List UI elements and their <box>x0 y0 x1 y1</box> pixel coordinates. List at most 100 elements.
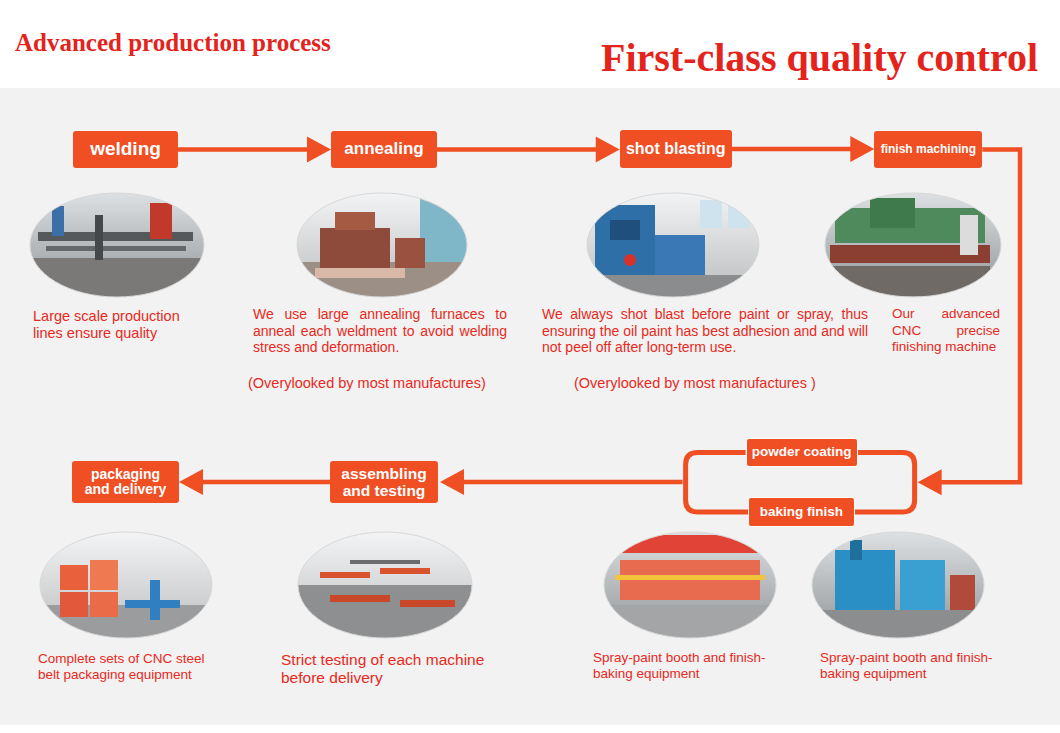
box-label: finish machining <box>881 143 976 156</box>
arrow-head <box>440 469 464 495</box>
photo-detail <box>90 560 118 590</box>
box-label: annealing <box>344 140 423 159</box>
photo-detail <box>602 605 780 642</box>
photo-detail <box>52 206 64 236</box>
photo-detail <box>810 530 988 642</box>
photo-caption: Spray-paint booth and finish-baking equi… <box>820 650 1030 682</box>
photo-detail <box>850 540 862 560</box>
photo-detail <box>830 266 990 296</box>
photo-detail <box>602 530 780 642</box>
arrow-head <box>179 469 203 495</box>
flow-arrow <box>437 137 620 163</box>
process-box: powder coating <box>746 438 858 467</box>
photo-detail <box>728 200 750 228</box>
box-label: powder coating <box>752 445 852 460</box>
photo-frame <box>812 532 984 638</box>
photo-detail <box>870 198 915 228</box>
process-box: welding <box>73 131 178 168</box>
photo-caption: Spray-paint booth and finish-baking equi… <box>593 650 803 682</box>
process-box: annealing <box>331 131 437 168</box>
photo-detail <box>296 530 476 642</box>
box-label: shot blasting <box>626 140 726 158</box>
photo-frame <box>298 532 472 638</box>
arrow-head <box>596 137 620 163</box>
photo-frame <box>297 193 467 297</box>
photo-detail <box>655 235 705 275</box>
photo-detail <box>150 203 172 239</box>
box-label: baking finish <box>760 505 843 520</box>
photo-detail <box>615 575 765 580</box>
arrow-line <box>437 147 600 152</box>
photo-detail <box>395 238 425 268</box>
note-text: (Overylooked by most manufactures ) <box>574 375 874 392</box>
flow-arrow <box>918 150 1020 496</box>
photo-detail <box>95 215 103 260</box>
photo-detail <box>810 610 988 642</box>
spray-booth-photo <box>602 530 780 642</box>
flow-arrow <box>178 137 331 163</box>
photo-detail <box>585 275 763 300</box>
process-box: shot blasting <box>620 130 732 168</box>
baking-equipment-photo <box>810 530 988 642</box>
shot-blasting-photo <box>585 190 763 300</box>
photo-detail <box>602 535 780 553</box>
photo-detail <box>320 572 370 578</box>
photo-detail <box>60 592 88 617</box>
main-heading: First-class quality control <box>601 34 1038 81</box>
photo-detail <box>610 220 640 240</box>
photo-frame <box>30 193 204 297</box>
process-box: packaging and delivery <box>72 461 179 503</box>
photo-detail <box>330 595 390 602</box>
photo-detail <box>960 215 978 255</box>
photo-detail <box>585 190 763 300</box>
flow-arrow <box>732 136 875 162</box>
photo-detail <box>296 585 476 642</box>
arrow-head <box>850 136 874 162</box>
photo-detail <box>315 268 405 278</box>
photo-detail <box>624 254 636 266</box>
cnc-machine-photo <box>823 190 1003 300</box>
photo-detail <box>28 190 208 300</box>
arrow-head <box>918 469 942 495</box>
welding-photo <box>28 190 208 300</box>
assembling-photo <box>296 530 476 642</box>
process-box: assembling and testing <box>330 461 438 503</box>
note-text: (Overylooked by most manufactures) <box>248 375 518 392</box>
photo-detail <box>823 190 1003 300</box>
arrow-line <box>199 480 330 485</box>
photo-detail <box>60 565 88 590</box>
photo-detail <box>900 560 945 610</box>
photo-caption: Large scale production lines ensure qual… <box>33 308 211 342</box>
photo-detail <box>46 246 186 251</box>
section-heading: Advanced production process <box>15 28 415 58</box>
photo-detail <box>420 195 470 265</box>
arrow-head <box>307 137 331 163</box>
photo-detail <box>335 212 375 230</box>
panel-ground <box>0 88 1060 725</box>
photo-detail <box>28 258 208 300</box>
photo-frame <box>604 532 776 638</box>
arrow-line <box>178 147 311 152</box>
photo-caption: Our advanced CNC precise finishing machi… <box>892 306 1000 356</box>
box-label: packaging and delivery <box>77 467 174 498</box>
photo-frame <box>825 193 1001 297</box>
photo-detail <box>350 560 420 564</box>
photo-caption: Complete sets of CNC steel belt packagin… <box>38 651 223 683</box>
annealing-photo <box>295 190 470 302</box>
photo-caption: We always shot blast before paint or spr… <box>542 306 868 356</box>
packaging-photo <box>38 530 216 645</box>
photo-caption: Strict testing of each machine before de… <box>281 651 515 687</box>
photo-detail <box>835 550 895 610</box>
top-ground <box>0 0 1060 88</box>
photo-detail <box>380 568 430 574</box>
photo-detail <box>400 600 455 607</box>
photo-frame <box>587 193 759 297</box>
photo-frame <box>40 532 212 638</box>
flow-arrow <box>179 469 330 495</box>
process-box: baking finish <box>748 497 855 527</box>
photo-detail <box>700 200 722 228</box>
photo-detail <box>150 580 160 620</box>
photo-detail <box>295 262 470 302</box>
